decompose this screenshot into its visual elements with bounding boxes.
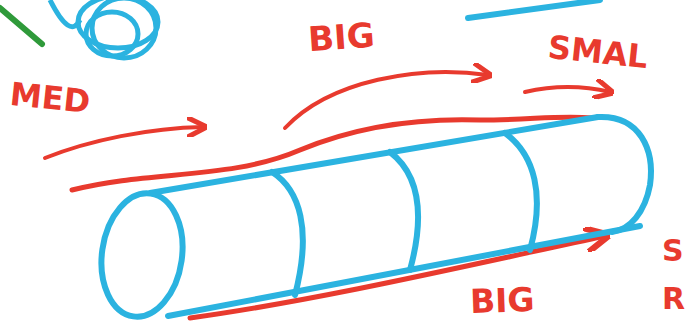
stroke-mark	[468, 0, 600, 18]
annotation-label: S	[662, 236, 684, 266]
contour-arrow	[190, 236, 605, 318]
annotation-label: R	[662, 284, 685, 314]
annotation-label: MED	[9, 78, 92, 118]
flow-arrow	[45, 127, 203, 158]
flow-arrow	[285, 72, 488, 128]
annotation-label: BIG	[469, 283, 535, 318]
annotation-label: SMAL	[547, 31, 650, 73]
annotation-label: BIG	[307, 18, 376, 57]
cylinder	[94, 117, 651, 322]
spiral-scribble	[50, 0, 158, 58]
pencil-stroke	[0, 8, 42, 44]
flow-arrow	[525, 87, 610, 92]
contour-line	[72, 117, 592, 190]
